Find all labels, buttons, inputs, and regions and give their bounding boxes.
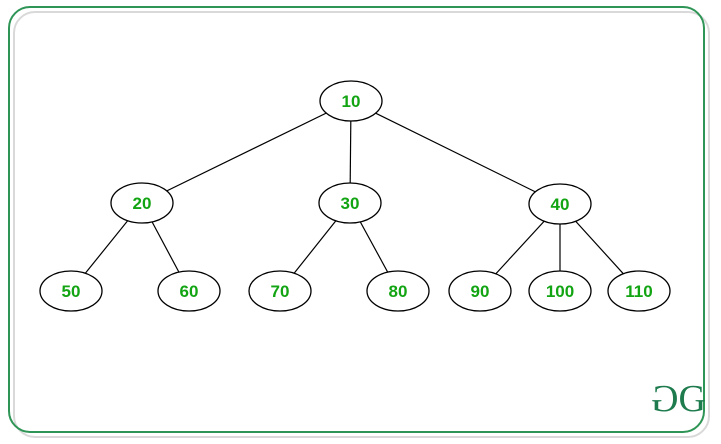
tree-node-50: 50 (39, 270, 103, 312)
tree-node-label: 40 (551, 195, 570, 214)
tree-node-10: 10 (319, 80, 383, 122)
tree-node-label: 70 (271, 282, 290, 301)
tree-node-ellipse (318, 182, 382, 224)
tree-node-ellipse (157, 270, 221, 312)
tree-node-40: 40 (528, 183, 592, 225)
tree-node-80: 80 (366, 270, 430, 312)
card-green-border (8, 6, 705, 433)
tree-edge-10-20 (141, 100, 352, 204)
tree-node-20: 20 (110, 182, 174, 224)
tree-node-70: 70 (248, 270, 312, 312)
tree-node-ellipse (39, 270, 103, 312)
tree-node-label: 50 (62, 282, 81, 301)
tree-node-label: 20 (133, 194, 152, 213)
tree-node-label: 10 (342, 92, 361, 111)
tree-node-ellipse (366, 270, 430, 312)
tree-node-ellipse (448, 270, 512, 312)
tree-node-100: 100 (528, 270, 592, 312)
tree-node-label: 90 (471, 282, 490, 301)
tree-node-60: 60 (157, 270, 221, 312)
tree-node-label: 110 (625, 282, 652, 301)
tree-node-110: 110 (607, 270, 671, 312)
tree-node-ellipse (319, 80, 383, 122)
logo-g-mirrored: G (654, 378, 679, 420)
tree-node-ellipse (607, 270, 671, 312)
tree-node-ellipse (248, 270, 312, 312)
tree-node-label: 30 (341, 194, 360, 213)
card-shadow-outline (13, 11, 710, 438)
logo-g: G (678, 378, 707, 420)
geeksforgeeks-logo: GG (654, 378, 707, 420)
tree-node-30: 30 (318, 182, 382, 224)
tree-node-ellipse (528, 270, 592, 312)
tree-edge-10-40 (350, 100, 561, 205)
tree-node-90: 90 (448, 270, 512, 312)
tree-node-ellipse (110, 182, 174, 224)
tree-node-ellipse (528, 183, 592, 225)
tree-node-label: 60 (180, 282, 199, 301)
tree-node-label: 100 (546, 282, 574, 301)
tree-node-label: 80 (389, 282, 408, 301)
